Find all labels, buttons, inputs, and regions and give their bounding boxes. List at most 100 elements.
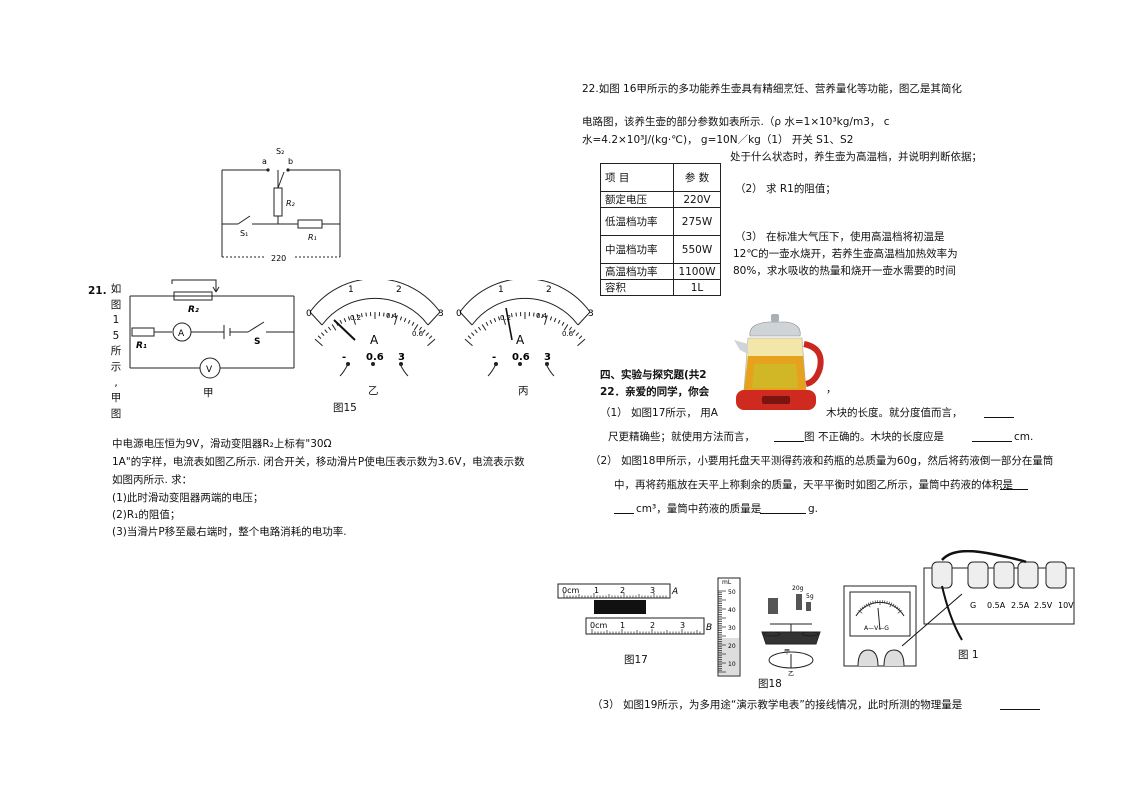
- svg-text:-: -: [342, 352, 346, 363]
- svg-text:50: 50: [728, 589, 736, 596]
- svg-text:5g: 5g: [806, 593, 814, 600]
- svg-text:3: 3: [680, 621, 685, 630]
- answer-blank[interactable]: [972, 441, 1012, 442]
- p1-text-d: 图: [804, 431, 815, 443]
- label-r2: R₂: [286, 199, 296, 208]
- q21-number: 21.: [88, 285, 107, 297]
- label-r1: R₁: [308, 233, 317, 242]
- fig1-label: 图 1: [958, 649, 979, 661]
- p2-text-b: 中，再将药瓶放在天平上称剩余的质量，天平平衡时如图乙所示，量筒中药液的体积是: [614, 479, 1013, 491]
- svg-text:mL: mL: [722, 579, 732, 586]
- svg-text:0.6: 0.6: [412, 330, 424, 338]
- section4-title: 四、实验与探究题(共2: [600, 369, 707, 381]
- q21-vertical-char: 甲: [110, 392, 122, 405]
- table-header-item: 项 目: [600, 163, 674, 192]
- svg-text:20: 20: [728, 643, 736, 650]
- svg-text:30: 30: [728, 625, 736, 632]
- label-a: a: [262, 157, 267, 166]
- svg-text:10V: 10V: [1058, 601, 1074, 610]
- ammeter-symbol: A: [178, 329, 185, 339]
- teaching-meter-figure-1: A—V—G G 0.5A 2.5A 2.5V 10V: [843, 550, 1075, 667]
- meter-bing-unit: A: [516, 333, 525, 347]
- p1-text-f: cm.: [1014, 431, 1034, 443]
- svg-text:0.6: 0.6: [562, 330, 574, 338]
- answer-blank[interactable]: [1000, 489, 1028, 490]
- cylinder-balance-figure-18: mL 50 40 30 20 10 20g 5g 甲 乙: [717, 577, 821, 678]
- svg-text:0.5A: 0.5A: [987, 601, 1006, 610]
- answer-blank[interactable]: [984, 417, 1014, 418]
- table-row-value: 550W: [673, 235, 721, 264]
- label-220: 220: [271, 254, 286, 263]
- svg-text:0.4: 0.4: [386, 312, 398, 320]
- svg-text:2.5V: 2.5V: [1034, 601, 1053, 610]
- svg-text:10: 10: [728, 661, 736, 668]
- svg-text:1: 1: [594, 586, 599, 595]
- p1-text-a: （1） 如图17所示， 用A: [600, 407, 718, 419]
- kettle-image: [728, 310, 824, 416]
- answer-blank[interactable]: [774, 441, 804, 442]
- q21-sub2: (2)R₁的阻值；: [112, 509, 181, 521]
- table-row-value: 1L: [673, 279, 721, 296]
- label-r2-main: R₂: [188, 305, 199, 315]
- fig17-label: 图17: [624, 654, 648, 666]
- q22-line2: 电路图，该养生壶的部分参数如表所示.（ρ 水=1×10³kg/m3， c: [582, 116, 890, 128]
- svg-text:3: 3: [544, 352, 551, 363]
- p1-text-e: 不正确的。木块的长度应是: [818, 431, 944, 443]
- svg-text:1: 1: [498, 285, 504, 295]
- svg-text:0: 0: [306, 309, 312, 319]
- label-s2: S₂: [276, 147, 284, 156]
- svg-text:0.6: 0.6: [512, 352, 530, 363]
- q22-line1: 22.如图 16甲所示的多功能养生壶具有精细烹饪、营养量化等功能，图乙是其简化: [582, 83, 962, 95]
- svg-text:0cm: 0cm: [562, 586, 579, 595]
- svg-text:3: 3: [398, 352, 405, 363]
- svg-text:0.6: 0.6: [366, 352, 384, 363]
- p1-text-b: 木块的长度。就分度值而言，: [826, 407, 963, 419]
- q22-sub3a: （3） 在标准大气压下，使用高温档将初温是: [735, 231, 945, 243]
- svg-text:2: 2: [546, 285, 552, 295]
- svg-text:3: 3: [438, 309, 444, 319]
- q22-sub3c: 80%，求水吸收的热量和烧开一壶水需要的时间: [733, 265, 956, 277]
- answer-blank[interactable]: [1000, 709, 1040, 710]
- svg-text:3: 3: [588, 309, 594, 319]
- svg-text:2: 2: [650, 621, 655, 630]
- q21-line2: 1A"的字样，电流表如图乙所示. 闭合开关，移动滑片P使电压表示数为3.6V，电…: [112, 456, 525, 468]
- svg-text:40: 40: [728, 607, 736, 614]
- section4-q22-intro: 22．亲爱的同学，你会: [600, 386, 710, 398]
- table-header-value: 参 数: [673, 163, 721, 192]
- p2-text-c: cm³，量筒中药液的质量是: [636, 503, 762, 515]
- table-row-label: 容积: [600, 279, 674, 296]
- q21-line1: 中电源电压恒为9V，滑动变阻器R₂上标有"30Ω: [112, 438, 332, 450]
- p2-text-a: （2） 如图18甲所示，小要用托盘天平测得药液和药瓶的总质量为60g，然后将药液…: [590, 455, 1054, 467]
- p3-text: （3） 如图19所示，为多用途“演示教学电表”的接线情况，此时所测的物理量是: [592, 699, 963, 711]
- parameter-table: 项 目 参 数 额定电压 220V 低温档功率 275W 中温档功率 550W …: [600, 163, 721, 296]
- svg-text:2: 2: [396, 285, 402, 295]
- table-row-value: 220V: [673, 191, 721, 208]
- svg-text:乙: 乙: [788, 671, 794, 678]
- q22-line3: 水=4.2×10³J/(kg·℃)， g=10N／kg（1） 开关 S1、S2: [582, 134, 854, 146]
- q21-vertical-char: 图: [110, 407, 122, 420]
- svg-text:B: B: [706, 623, 712, 633]
- table-row-label: 高温档功率: [600, 263, 674, 280]
- q21-sub3: (3)当滑片P移至最右端时，整个电路消耗的电功率.: [112, 526, 347, 538]
- label-b: b: [288, 157, 293, 166]
- table-row-label: 低温档功率: [600, 207, 674, 236]
- ammeter-dial-yi: 0 1 2 3 0.2 0.4 0.6 A - 0.6 3: [306, 280, 444, 377]
- p1-text-c: 尺更精确些；就使用方法而言，: [608, 431, 755, 443]
- label-jia: 甲: [203, 387, 214, 399]
- label-bing: 丙: [518, 385, 529, 397]
- fig15-label: 图15: [333, 402, 357, 414]
- svg-text:20g: 20g: [792, 585, 804, 592]
- table-row-value: 1100W: [673, 263, 721, 280]
- section4-comma: ，: [826, 383, 837, 395]
- voltmeter-symbol: V: [206, 365, 213, 375]
- fig18-label: 图18: [758, 678, 782, 690]
- q21-vertical-char: 5: [112, 329, 120, 342]
- answer-blank[interactable]: [614, 513, 634, 514]
- q21-line3: 如图丙所示. 求：: [112, 474, 193, 486]
- meter-yi-unit: A: [370, 333, 379, 347]
- q21-vertical-char: 如: [110, 283, 122, 295]
- answer-blank[interactable]: [760, 513, 806, 514]
- table-row-label: 中温档功率: [600, 235, 674, 264]
- svg-text:0.2: 0.2: [500, 314, 511, 322]
- circuit-diagram-top: S₂ a b R₂ S₁ R₁ 220: [221, 147, 341, 263]
